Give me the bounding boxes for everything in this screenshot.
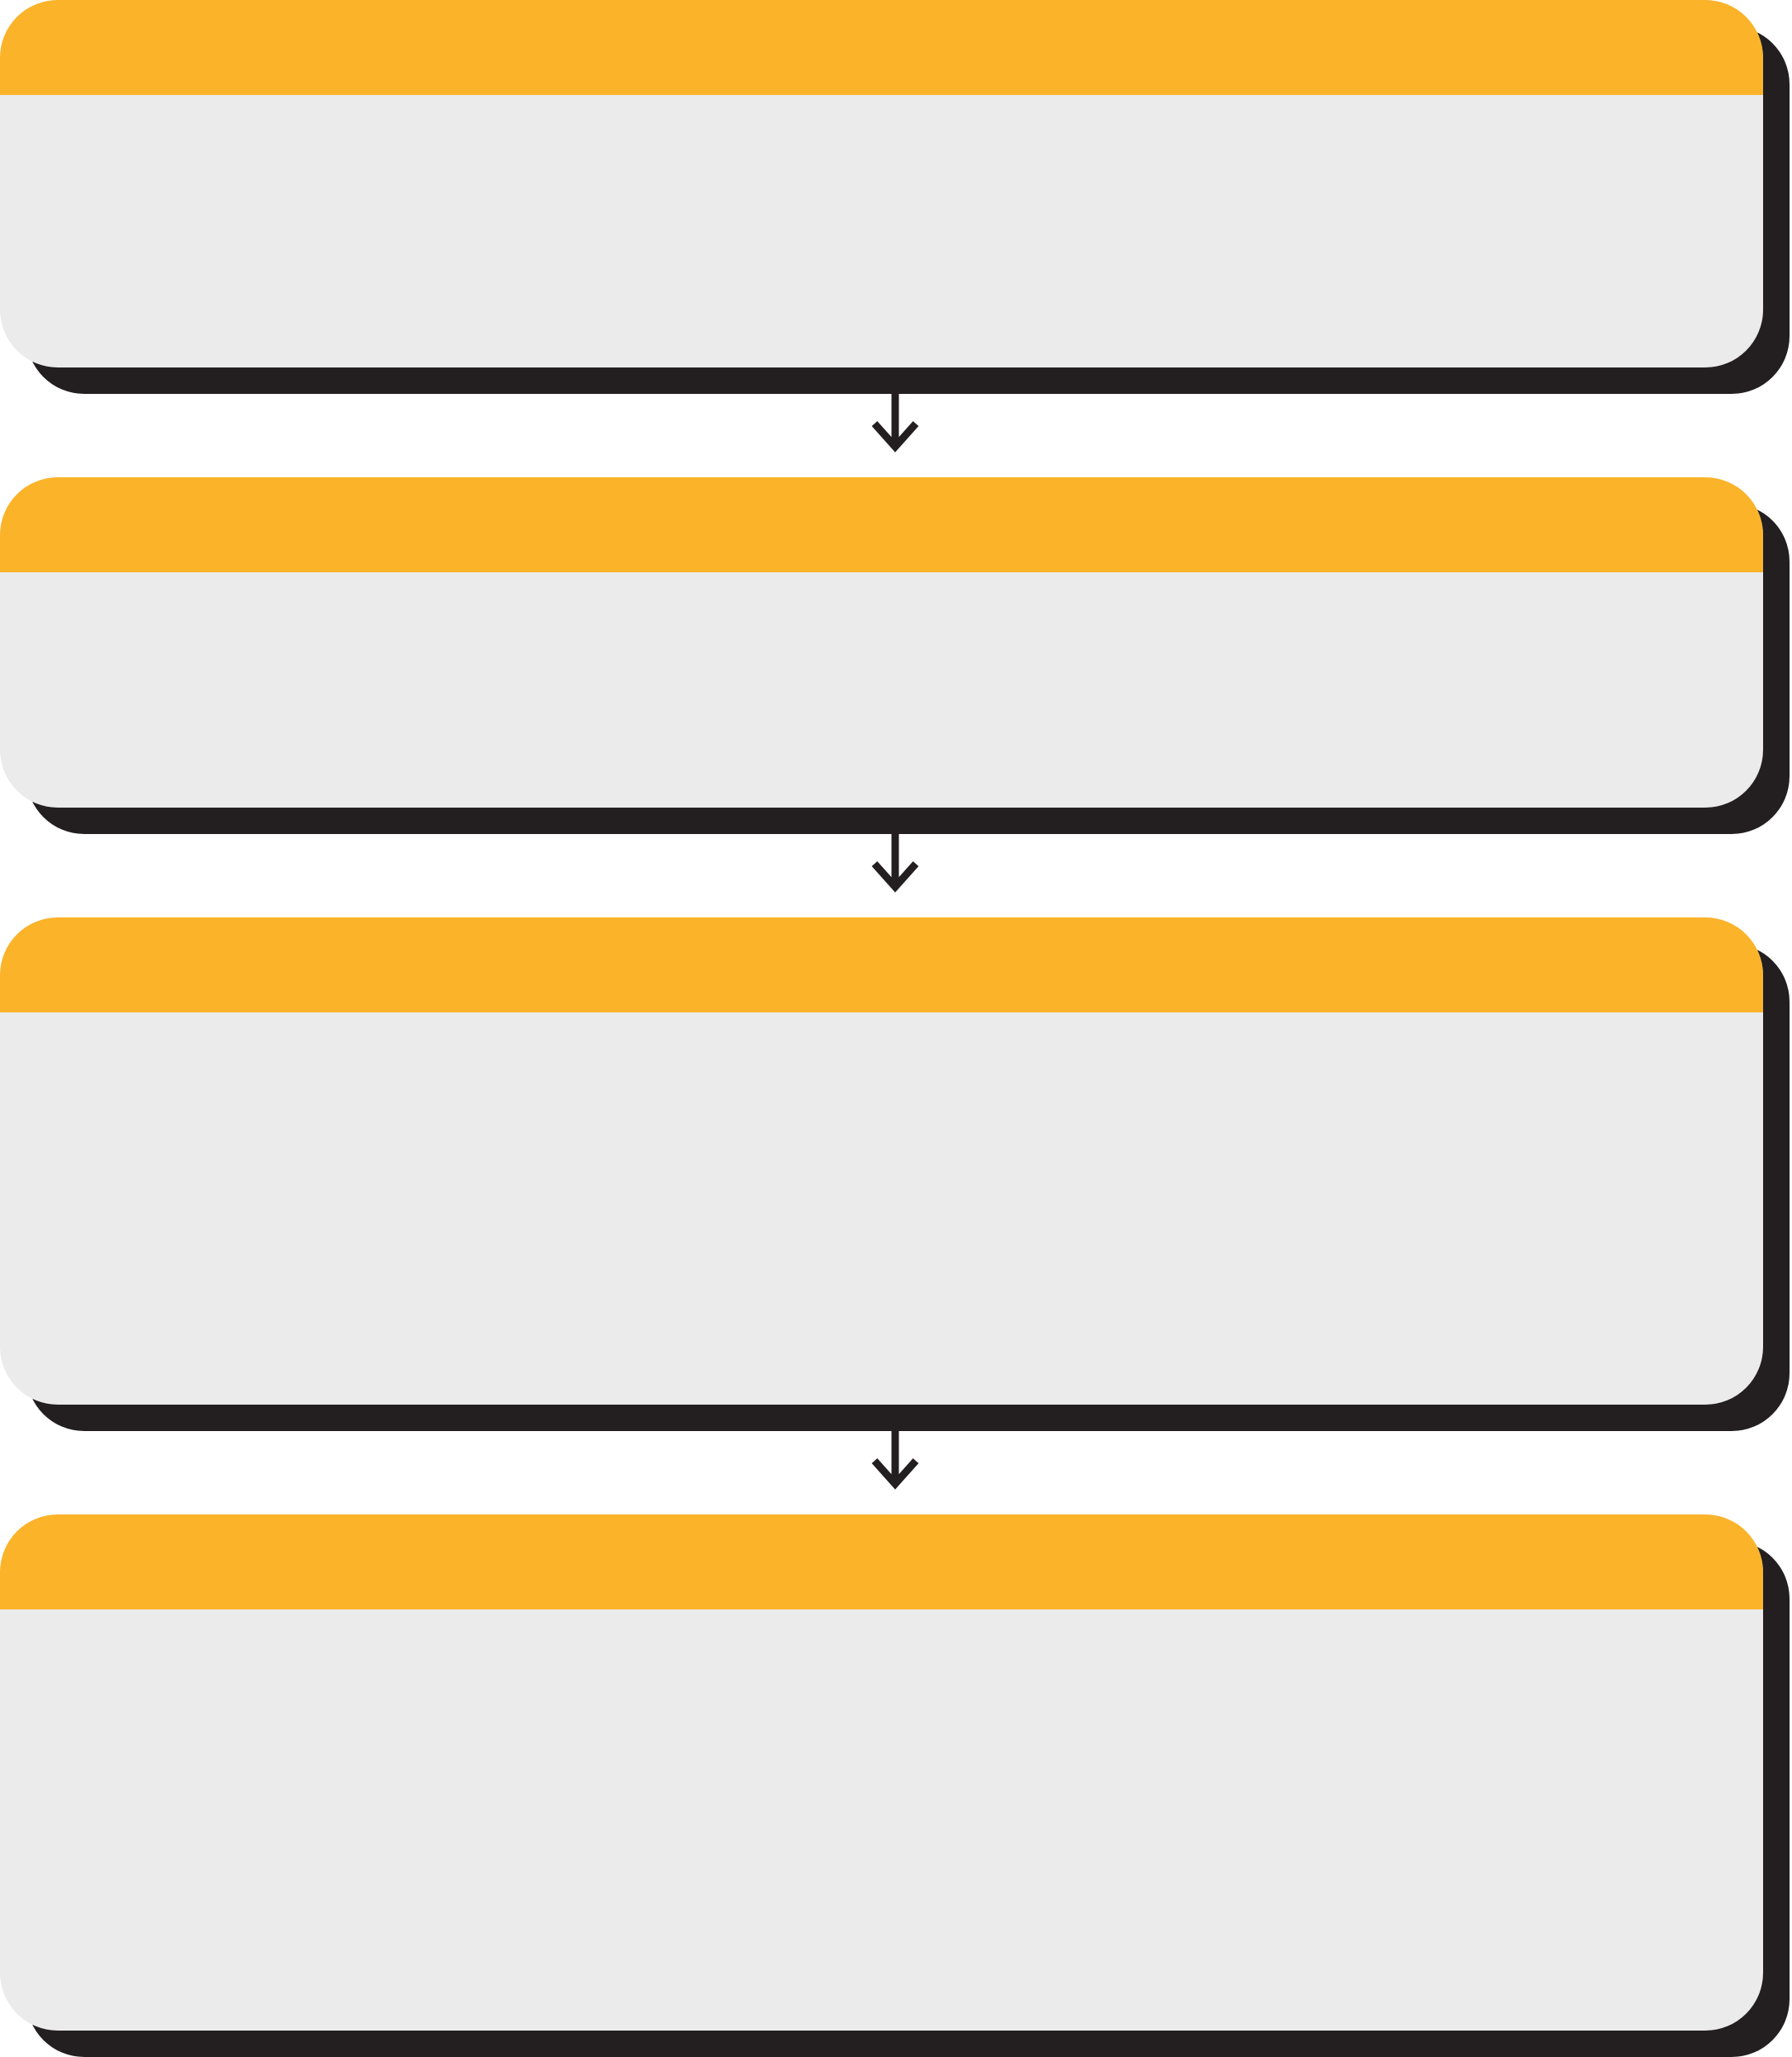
step-card — [0, 477, 1763, 808]
step-card — [0, 917, 1763, 1405]
step-header — [0, 0, 1763, 95]
arrow-down-icon — [870, 1431, 920, 1493]
step-body — [0, 572, 1763, 808]
step-header — [0, 1514, 1763, 1609]
step-header — [0, 917, 1763, 1012]
step-card — [0, 1514, 1763, 2031]
flow-step-4 — [0, 1514, 1790, 2057]
arrow-down-icon — [870, 834, 920, 896]
step-header — [0, 477, 1763, 572]
step-body — [0, 1012, 1763, 1405]
step-body — [0, 1609, 1763, 2031]
step-card — [0, 0, 1763, 367]
flow-step-2 — [0, 477, 1790, 834]
step-body — [0, 95, 1763, 367]
flow-step-1 — [0, 0, 1790, 394]
flow-step-3 — [0, 917, 1790, 1431]
arrow-down-icon — [870, 394, 920, 456]
